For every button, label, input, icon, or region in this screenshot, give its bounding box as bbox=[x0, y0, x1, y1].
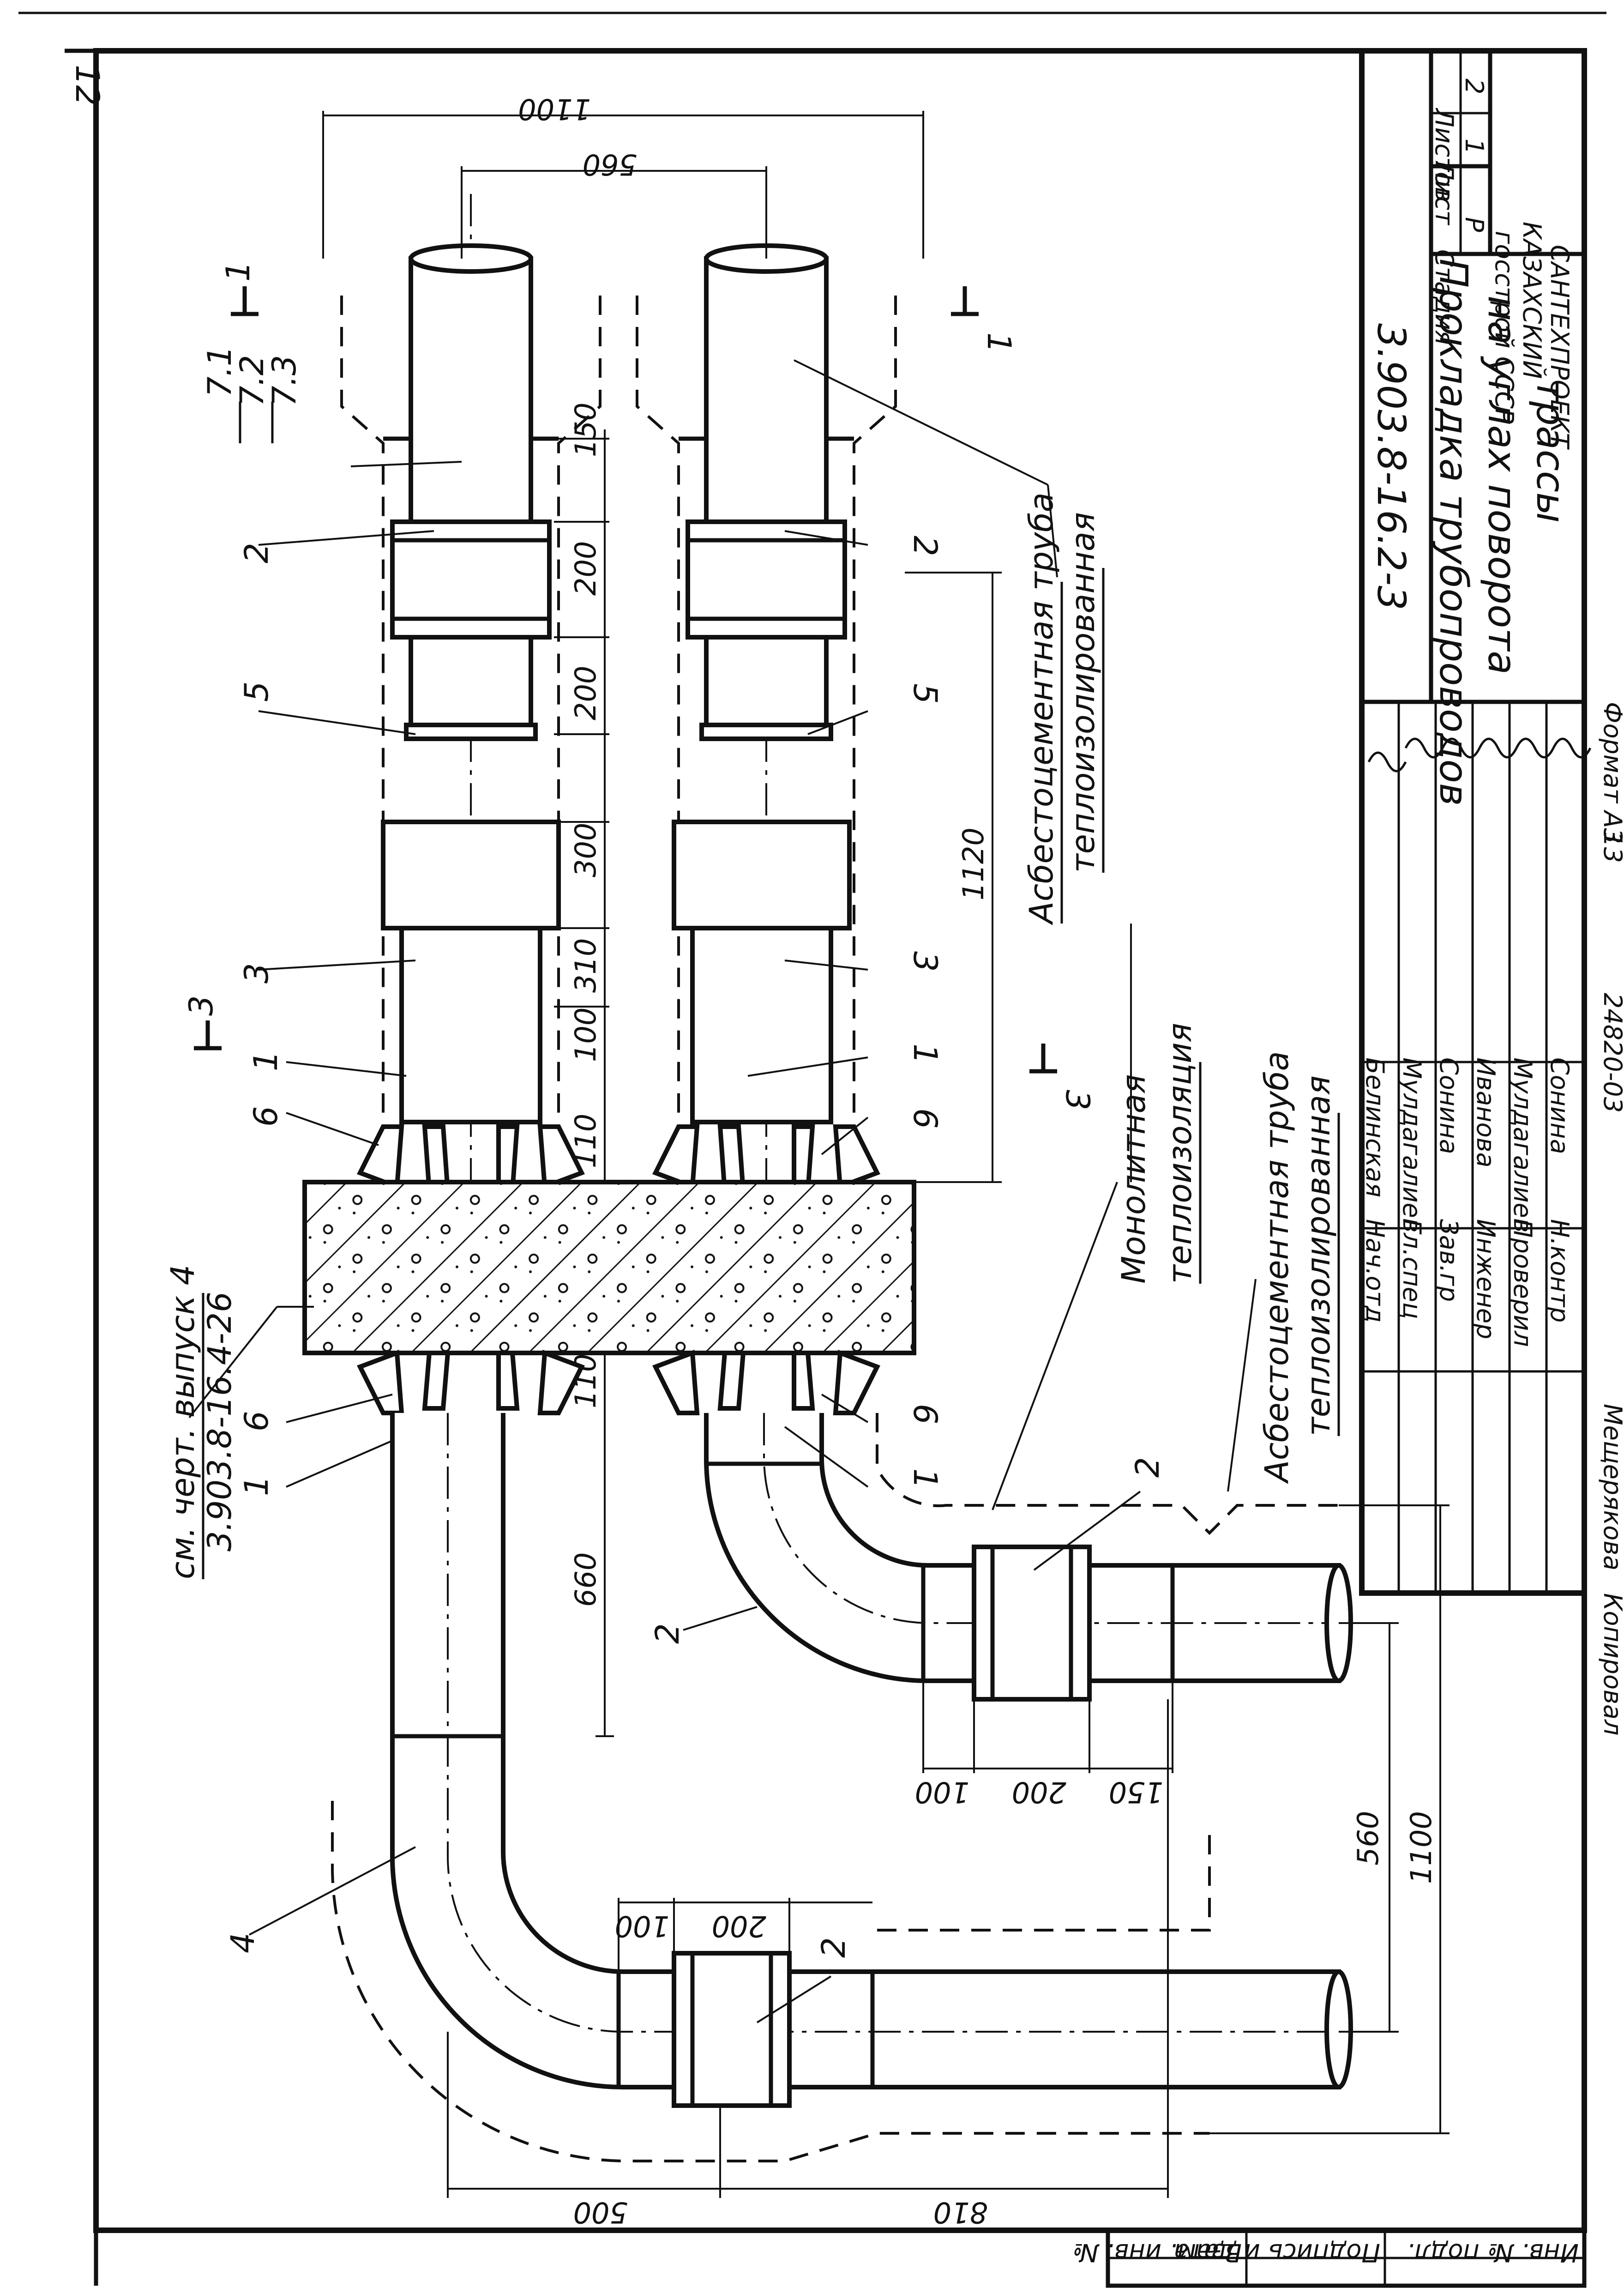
signer-name-3: Сонина bbox=[1434, 1057, 1463, 1154]
dim-660: 660 bbox=[569, 1552, 602, 1607]
copied-by-label: Копировал bbox=[1598, 1593, 1624, 1736]
doc-code: 3.903.8-16.2-3 bbox=[1369, 323, 1414, 610]
callout-3-left: 3 bbox=[238, 963, 276, 984]
note-pipe-lower: Асбестоцементная труба bbox=[1258, 1051, 1296, 1484]
dim-560-top: 560 bbox=[583, 148, 637, 181]
callout-1-upper-right: 1 bbox=[906, 1044, 944, 1064]
section-mark-1-left: 1 bbox=[219, 261, 257, 282]
section-mark-1-right: 1 bbox=[980, 332, 1018, 353]
dim-810: 810 bbox=[933, 2196, 988, 2229]
signer-role-2: Гл.спец bbox=[1397, 1219, 1426, 1319]
dim-1100-right: 1100 bbox=[1404, 1811, 1438, 1884]
upper-pipe-assembly bbox=[340, 194, 897, 1210]
leader-lines bbox=[188, 359, 1257, 2023]
signer-name-4: Иванова bbox=[1471, 1057, 1500, 1168]
signer-name-2: Мулдагалиев bbox=[1397, 1057, 1426, 1233]
callout-2-upper-left: 2 bbox=[238, 543, 276, 563]
callout-2-elbow: 2 bbox=[649, 1623, 686, 1644]
callout-6-upper-left: 6 bbox=[247, 1106, 285, 1127]
callout-7-3: 7.3 bbox=[265, 355, 303, 406]
callout-4: 4 bbox=[224, 1932, 262, 1953]
callout-7-2: 7.2 bbox=[233, 355, 271, 406]
format-label: Формат А3 bbox=[1598, 702, 1624, 844]
callout-5-left: 5 bbox=[238, 681, 276, 702]
sheet-label: Лист bbox=[1430, 161, 1459, 225]
drawing-title-2: на углах поворота bbox=[1480, 296, 1525, 675]
dim-200-a: 200 bbox=[569, 541, 602, 596]
stage-label: Стадия bbox=[1430, 249, 1459, 345]
signatures bbox=[1367, 737, 1592, 773]
section-mark-3-right: 3 bbox=[1059, 1090, 1096, 1111]
page-number: 12 bbox=[68, 65, 106, 106]
dimension-lines bbox=[322, 111, 1450, 2198]
sheet-value: 1 bbox=[1460, 139, 1489, 154]
lower-pipe-assembly bbox=[331, 1349, 1353, 2162]
sheets-label: Листов bbox=[1430, 108, 1459, 202]
callout-1-lower-left: 1 bbox=[238, 1475, 276, 1496]
org-line-3: САНТЕХПРОЕКТ bbox=[1545, 245, 1574, 450]
signer-role-4: Инженер bbox=[1471, 1219, 1500, 1339]
callout-6-lower-left: 6 bbox=[238, 1411, 276, 1431]
note-monolithic-2: теплоизоляция bbox=[1161, 1023, 1199, 1284]
dim-310: 310 bbox=[569, 938, 602, 993]
note-pipe-lower-2: теплоизолированная bbox=[1299, 1075, 1337, 1436]
signer-name-1: Белинская bbox=[1360, 1057, 1389, 1197]
dim-1100-top: 1100 bbox=[518, 92, 591, 126]
drawing-title-3: трассы bbox=[1528, 379, 1573, 523]
copy-line-sheet: 13 bbox=[1598, 831, 1624, 863]
section-mark-3-left: 3 bbox=[182, 995, 220, 1016]
section-marks bbox=[194, 286, 1057, 1074]
dim-1120: 1120 bbox=[956, 827, 990, 900]
dim-500: 500 bbox=[573, 2196, 628, 2229]
copied-by-name: Мещерякова bbox=[1598, 1404, 1624, 1570]
callout-3-right: 3 bbox=[906, 951, 944, 972]
dim-200-elbow: 200 bbox=[712, 1909, 766, 1943]
callout-2-upper-right: 2 bbox=[906, 536, 944, 556]
dim-110-b: 110 bbox=[569, 1354, 602, 1408]
stage-value: Р bbox=[1460, 217, 1489, 232]
archive-strip: Инв. № подл. Подпись и дата Взам. инв. № bbox=[1072, 2228, 1587, 2288]
callout-5-right: 5 bbox=[906, 683, 944, 704]
signer-role-3: Зав.гр bbox=[1434, 1219, 1463, 1302]
callout-7-1: 7.1 bbox=[201, 346, 239, 397]
signer-name-5: Мулдагалиев bbox=[1508, 1057, 1537, 1233]
note-pipe-upper: Асбестоцементная труба bbox=[1023, 492, 1060, 925]
signer-role-6: Н.контр bbox=[1545, 1219, 1574, 1322]
note-reference: см. черт. выпуск 4 bbox=[164, 1265, 202, 1579]
callout-6-upper-right: 6 bbox=[906, 1108, 944, 1129]
signer-name-6: Сонина bbox=[1545, 1057, 1574, 1154]
callout-6-lower-right: 6 bbox=[906, 1404, 944, 1425]
copy-line: 24820-03 bbox=[1598, 993, 1624, 1113]
concrete-wall bbox=[302, 1180, 916, 1355]
callout-1-lower-right: 1 bbox=[906, 1468, 944, 1489]
callout-2-lower: 2 bbox=[815, 1937, 853, 1958]
dim-560-right: 560 bbox=[1351, 1811, 1385, 1865]
dim-100: 100 bbox=[569, 1008, 602, 1062]
note-monolithic: Монолитная bbox=[1115, 1074, 1153, 1284]
note-pipe-upper-2: теплоизолированная bbox=[1064, 512, 1102, 873]
archive-sign: Подпись и дата bbox=[1174, 2238, 1380, 2267]
signer-role-1: Нач.отд bbox=[1360, 1219, 1389, 1323]
drawing-title-1: Прокладка трубопроводов bbox=[1431, 259, 1476, 806]
title-block: 3.903.8-16.2-3 Прокладка трубопроводов н… bbox=[1359, 48, 1592, 1596]
archive-inv: Инв. № подл. bbox=[1407, 2238, 1579, 2267]
dim-200-right: 200 bbox=[1012, 1775, 1066, 1809]
org-line-1: госстрой СССР bbox=[1490, 231, 1519, 424]
dim-100-elbow: 100 bbox=[615, 1909, 669, 1943]
dim-300: 300 bbox=[569, 823, 602, 877]
dim-150-right: 150 bbox=[1109, 1775, 1163, 1809]
dim-200-b: 200 bbox=[569, 666, 602, 720]
dim-110-a: 110 bbox=[569, 1114, 602, 1168]
callout-2-right-branch: 2 bbox=[1129, 1457, 1167, 1478]
dim-150: 150 bbox=[569, 403, 602, 457]
sheets-value: 2 bbox=[1460, 78, 1489, 94]
archive-repl: Взам. инв. № bbox=[1072, 2238, 1242, 2267]
callout-1-upper-left: 1 bbox=[247, 1050, 285, 1071]
note-reference-2: 3.903.8-16.4-26 bbox=[201, 1292, 239, 1551]
dim-100-right: 100 bbox=[915, 1775, 969, 1809]
org-line-2: КАЗАХСКИЙ bbox=[1517, 222, 1546, 379]
signer-role-5: Проверил bbox=[1508, 1219, 1537, 1347]
